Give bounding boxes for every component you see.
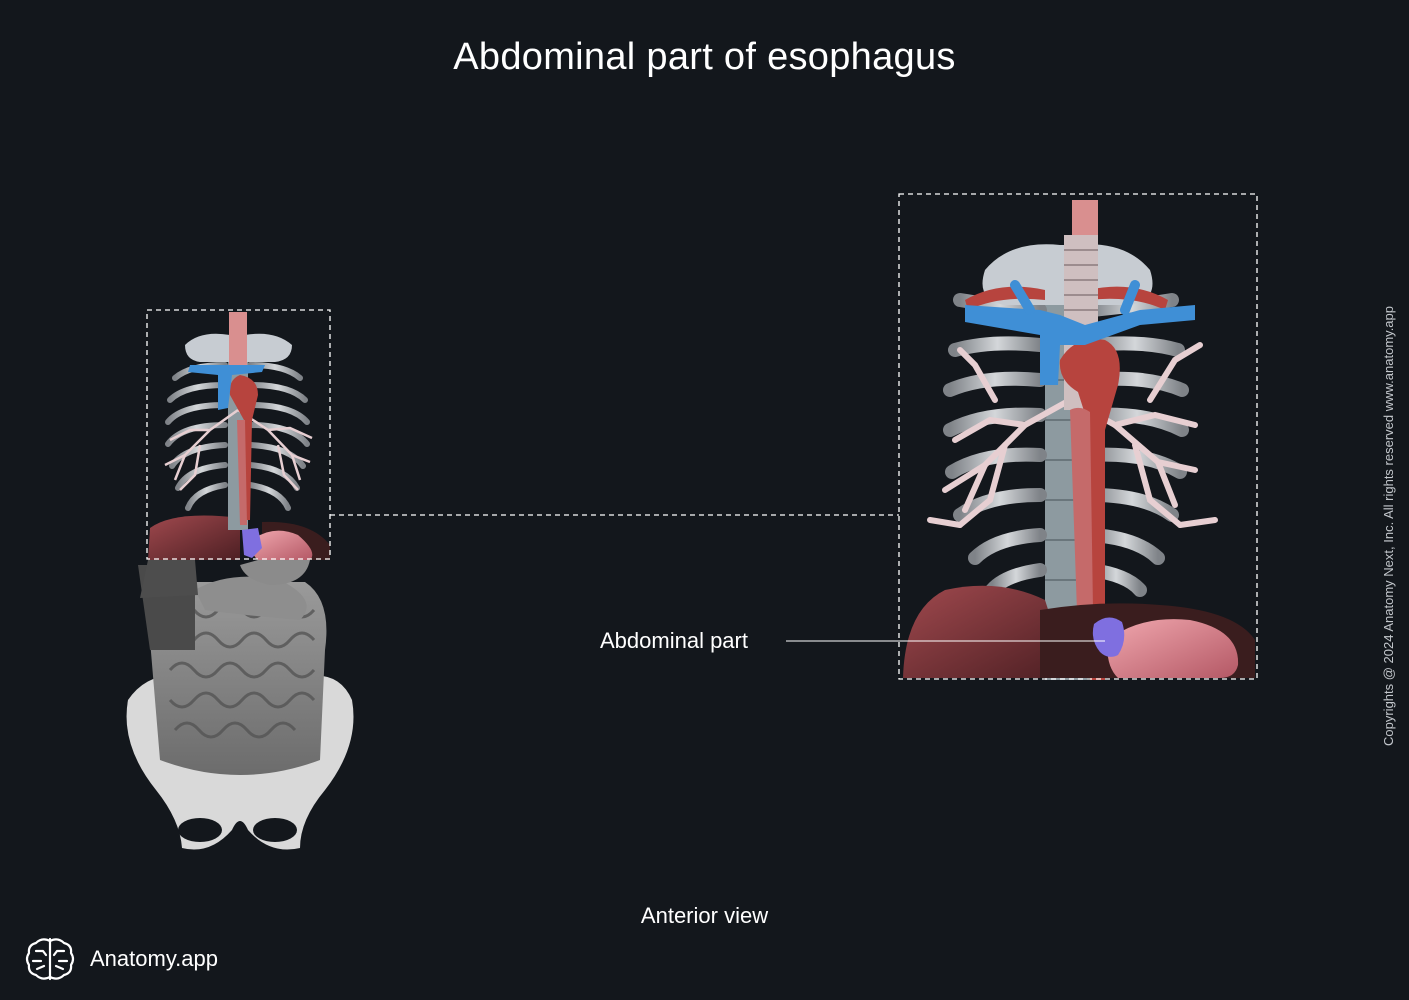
bronchial-tree xyxy=(164,408,313,491)
stomach xyxy=(252,530,313,560)
thoracic-esophagus xyxy=(1070,407,1093,612)
zoomed-figure xyxy=(898,193,1258,680)
view-label: Anterior view xyxy=(640,903,769,928)
abdominal-part-label: Abdominal part xyxy=(600,628,748,653)
aorta-zoomed xyxy=(1059,339,1120,680)
abdominal-esophagus-small xyxy=(242,528,262,558)
brain-icon xyxy=(25,937,75,981)
overview-figure xyxy=(126,309,354,850)
stomach-zoomed xyxy=(1107,619,1239,678)
superior-vena-cava xyxy=(188,365,265,410)
bronchial-tree-zoomed xyxy=(927,342,1218,528)
zoom-region-box xyxy=(146,309,331,560)
esophagus xyxy=(237,420,247,525)
zoom-detail-box xyxy=(898,193,1258,680)
intestines xyxy=(138,565,327,775)
brachiocephalic-veins xyxy=(965,305,1195,385)
copyright-notice: Copyrights @ 2024 Anatomy Next, Inc. All… xyxy=(1381,306,1396,746)
esophagus-zoomed xyxy=(1072,200,1098,235)
page-title: Abdominal part of esophagus xyxy=(453,36,956,78)
liver-zoomed xyxy=(903,585,1070,678)
brand-name: Anatomy.app xyxy=(90,946,219,971)
trachea xyxy=(229,312,247,372)
brand-logo[interactable]: Anatomy.app xyxy=(24,934,218,984)
abdominal-esophagus xyxy=(1092,617,1125,657)
liver xyxy=(148,515,240,560)
